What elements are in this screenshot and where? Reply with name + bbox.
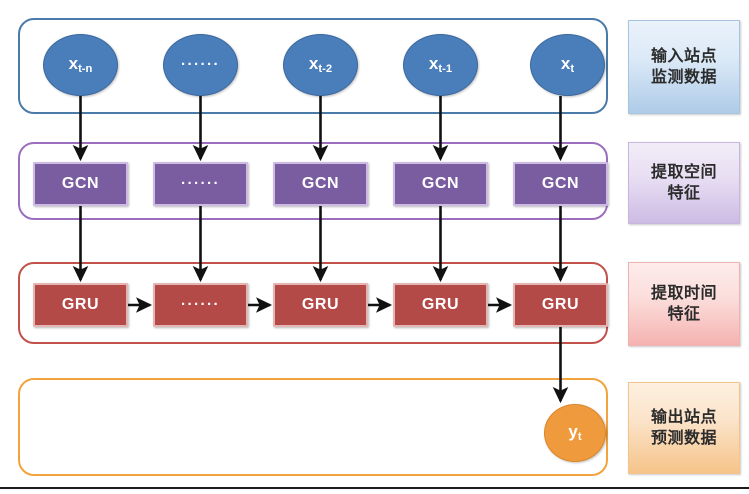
input-node-x-t-n[interactable]: xt-n [43,34,118,96]
gru-node-5[interactable]: GRU [513,283,608,327]
input-node-subscript: t-n [78,63,93,76]
gru-node-3[interactable]: GRU [273,283,368,327]
input-caption-line2: 监测数据 [650,69,717,86]
input-node-label: xt [560,54,575,76]
input-node-label: xt-n [68,54,93,76]
gcn-node-label: GCN [421,175,460,192]
input-node-subscript: t [570,63,575,76]
output-caption-line1: 输出站点 [650,408,717,426]
gru-node-1[interactable]: GRU [33,283,128,327]
input-layer-band [18,18,608,114]
input-node-subscript: t-1 [438,63,453,76]
gcn-node-label: GCN [61,175,100,192]
bottom-divider [0,487,749,489]
gru-node-label: GRU [301,296,340,313]
input-node-x-t-1[interactable]: xt-1 [403,34,478,96]
input-node-ellipsis[interactable]: ······ [163,34,238,96]
gcn-node-1[interactable]: GCN [33,162,128,206]
output-node-y-t[interactable]: yt [544,404,606,462]
output-caption-plate: 输出站点 预测数据 [628,382,740,474]
input-node-x-t[interactable]: xt [530,34,605,96]
gru-caption-plate: 提取时间 特征 [628,262,740,346]
ellipsis-label: ······ [181,175,220,192]
ellipsis-label: ······ [181,296,220,313]
gcn-node-ellipsis[interactable]: ······ [153,162,248,206]
gru-node-label: GRU [541,296,580,313]
gcn-caption-line2: 特征 [667,185,701,202]
input-caption-line1: 输入站点 [650,47,717,65]
gru-node-ellipsis[interactable]: ······ [153,283,248,327]
ellipsis-label: ······ [181,56,220,73]
input-node-label: xt-2 [308,54,333,76]
input-node-label: xt-1 [428,54,453,76]
gru-node-4[interactable]: GRU [393,283,488,327]
gcn-node-5[interactable]: GCN [513,162,608,206]
gcn-caption-line1: 提取空间 [650,163,717,181]
gru-node-label: GRU [421,296,460,313]
gcn-node-label: GCN [541,175,580,192]
output-node-subscript: t [577,431,582,444]
input-caption-plate: 输入站点 监测数据 [628,20,740,114]
input-node-x-t-2[interactable]: xt-2 [283,34,358,96]
gru-node-label: GRU [61,296,100,313]
gcn-caption-plate: 提取空间 特征 [628,142,740,224]
gru-caption-line1: 提取时间 [650,284,717,302]
gcn-node-3[interactable]: GCN [273,162,368,206]
output-caption-line2: 预测数据 [650,430,717,447]
input-node-subscript: t-2 [318,63,333,76]
gcn-node-4[interactable]: GCN [393,162,488,206]
gcn-node-label: GCN [301,175,340,192]
output-node-label: yt [568,422,582,444]
gru-caption-line2: 特征 [667,306,701,323]
output-layer-band [18,378,608,476]
